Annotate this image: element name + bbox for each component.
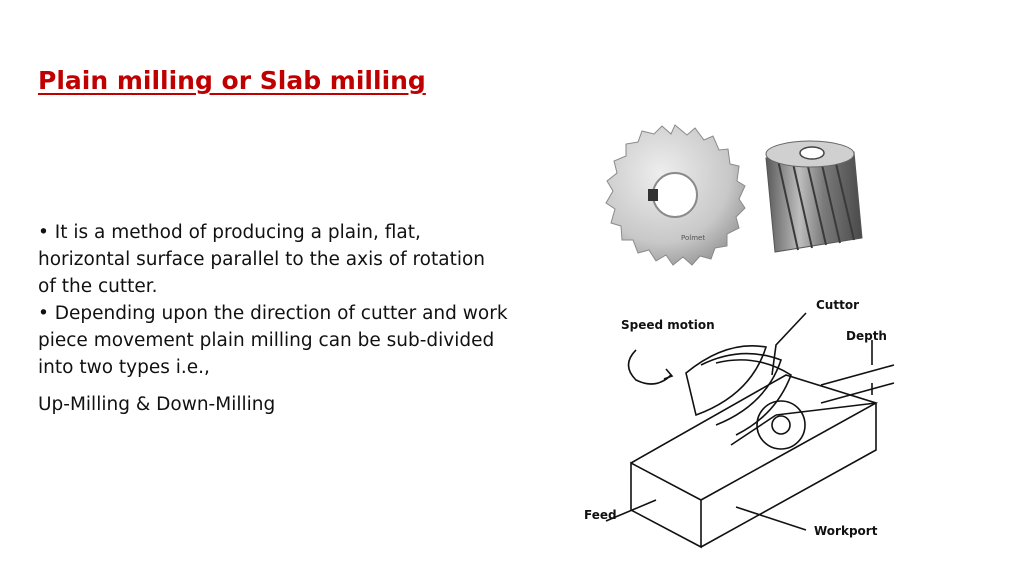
workpiece-block [630, 374, 879, 549]
workpiece-label: Workport [814, 524, 878, 538]
depth-label: Depth [846, 329, 887, 343]
feed-label: Feed [584, 508, 617, 522]
helical-slab-cutter [765, 140, 863, 253]
keyway [648, 189, 658, 201]
speed-motion-label: Speed motion [621, 318, 715, 332]
bullet-classification: • Depending upon the direction of cutter… [38, 303, 508, 378]
plain-milling-diagram: Speed motion Cuttor Depth Feed Workport [584, 298, 895, 549]
cutter-label: Cuttor [816, 298, 859, 312]
milling-types-line: Up-Milling & Down-Milling [38, 394, 276, 415]
cutter-teeth [685, 345, 792, 436]
bullet-definition: • It is a method of producing a plain, f… [38, 222, 486, 297]
cutter-inscription: Polmet [681, 234, 705, 242]
slide-title: Plain milling or Slab milling [38, 66, 426, 95]
side-face-cutter: Polmet [605, 124, 746, 266]
milling-cutters-photo: Polmet [605, 124, 863, 266]
slide-body: • It is a method of producing a plain, f… [38, 219, 508, 418]
